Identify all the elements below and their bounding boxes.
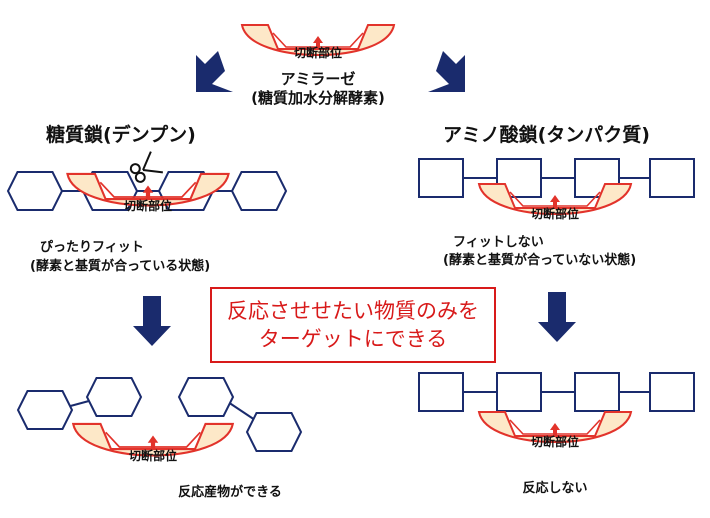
site-label-bottom-left: 切断部位 [128,449,177,463]
arrow-to-protein [428,51,465,92]
arrow-down-left [133,296,171,346]
arrow-to-starch [196,51,233,92]
enzyme-name: アミラーゼ [280,70,356,88]
key-message-line2: ターゲットにできる [258,327,448,351]
key-message-box: 反応させせたい物質のみを ターゲットにできる [210,287,496,363]
starch-fit-line1: ぴったりフィット [40,240,144,255]
protein-title: アミノ酸鎖(タンパク質) [443,124,650,146]
scissors-icon [129,151,163,183]
key-message-line1: 反応させせたい物質のみを [227,298,479,323]
site-label-left: 切断部位 [123,199,172,213]
protein-fit-line1: フィットしない [453,235,544,250]
starch-title: 糖質鎖(デンプン) [46,124,196,146]
arrow-down-right [538,292,576,342]
site-label-bottom-right: 切断部位 [530,435,579,449]
enzyme-desc: (糖質加水分解酵素) [251,89,385,107]
protein-chain [418,158,695,198]
starch-result: 反応産物ができる [178,485,282,500]
protein-fit-line2: (酵素と基質が合っていない状態) [443,253,637,268]
reaction-products [17,377,302,452]
site-label-right: 切断部位 [530,207,579,221]
site-label-top: 切断部位 [293,46,342,60]
starch-fit-line2: (酵素と基質が合っている状態) [30,259,211,274]
protein-chain-unchanged [418,372,695,412]
protein-result: 反応しない [522,481,588,496]
